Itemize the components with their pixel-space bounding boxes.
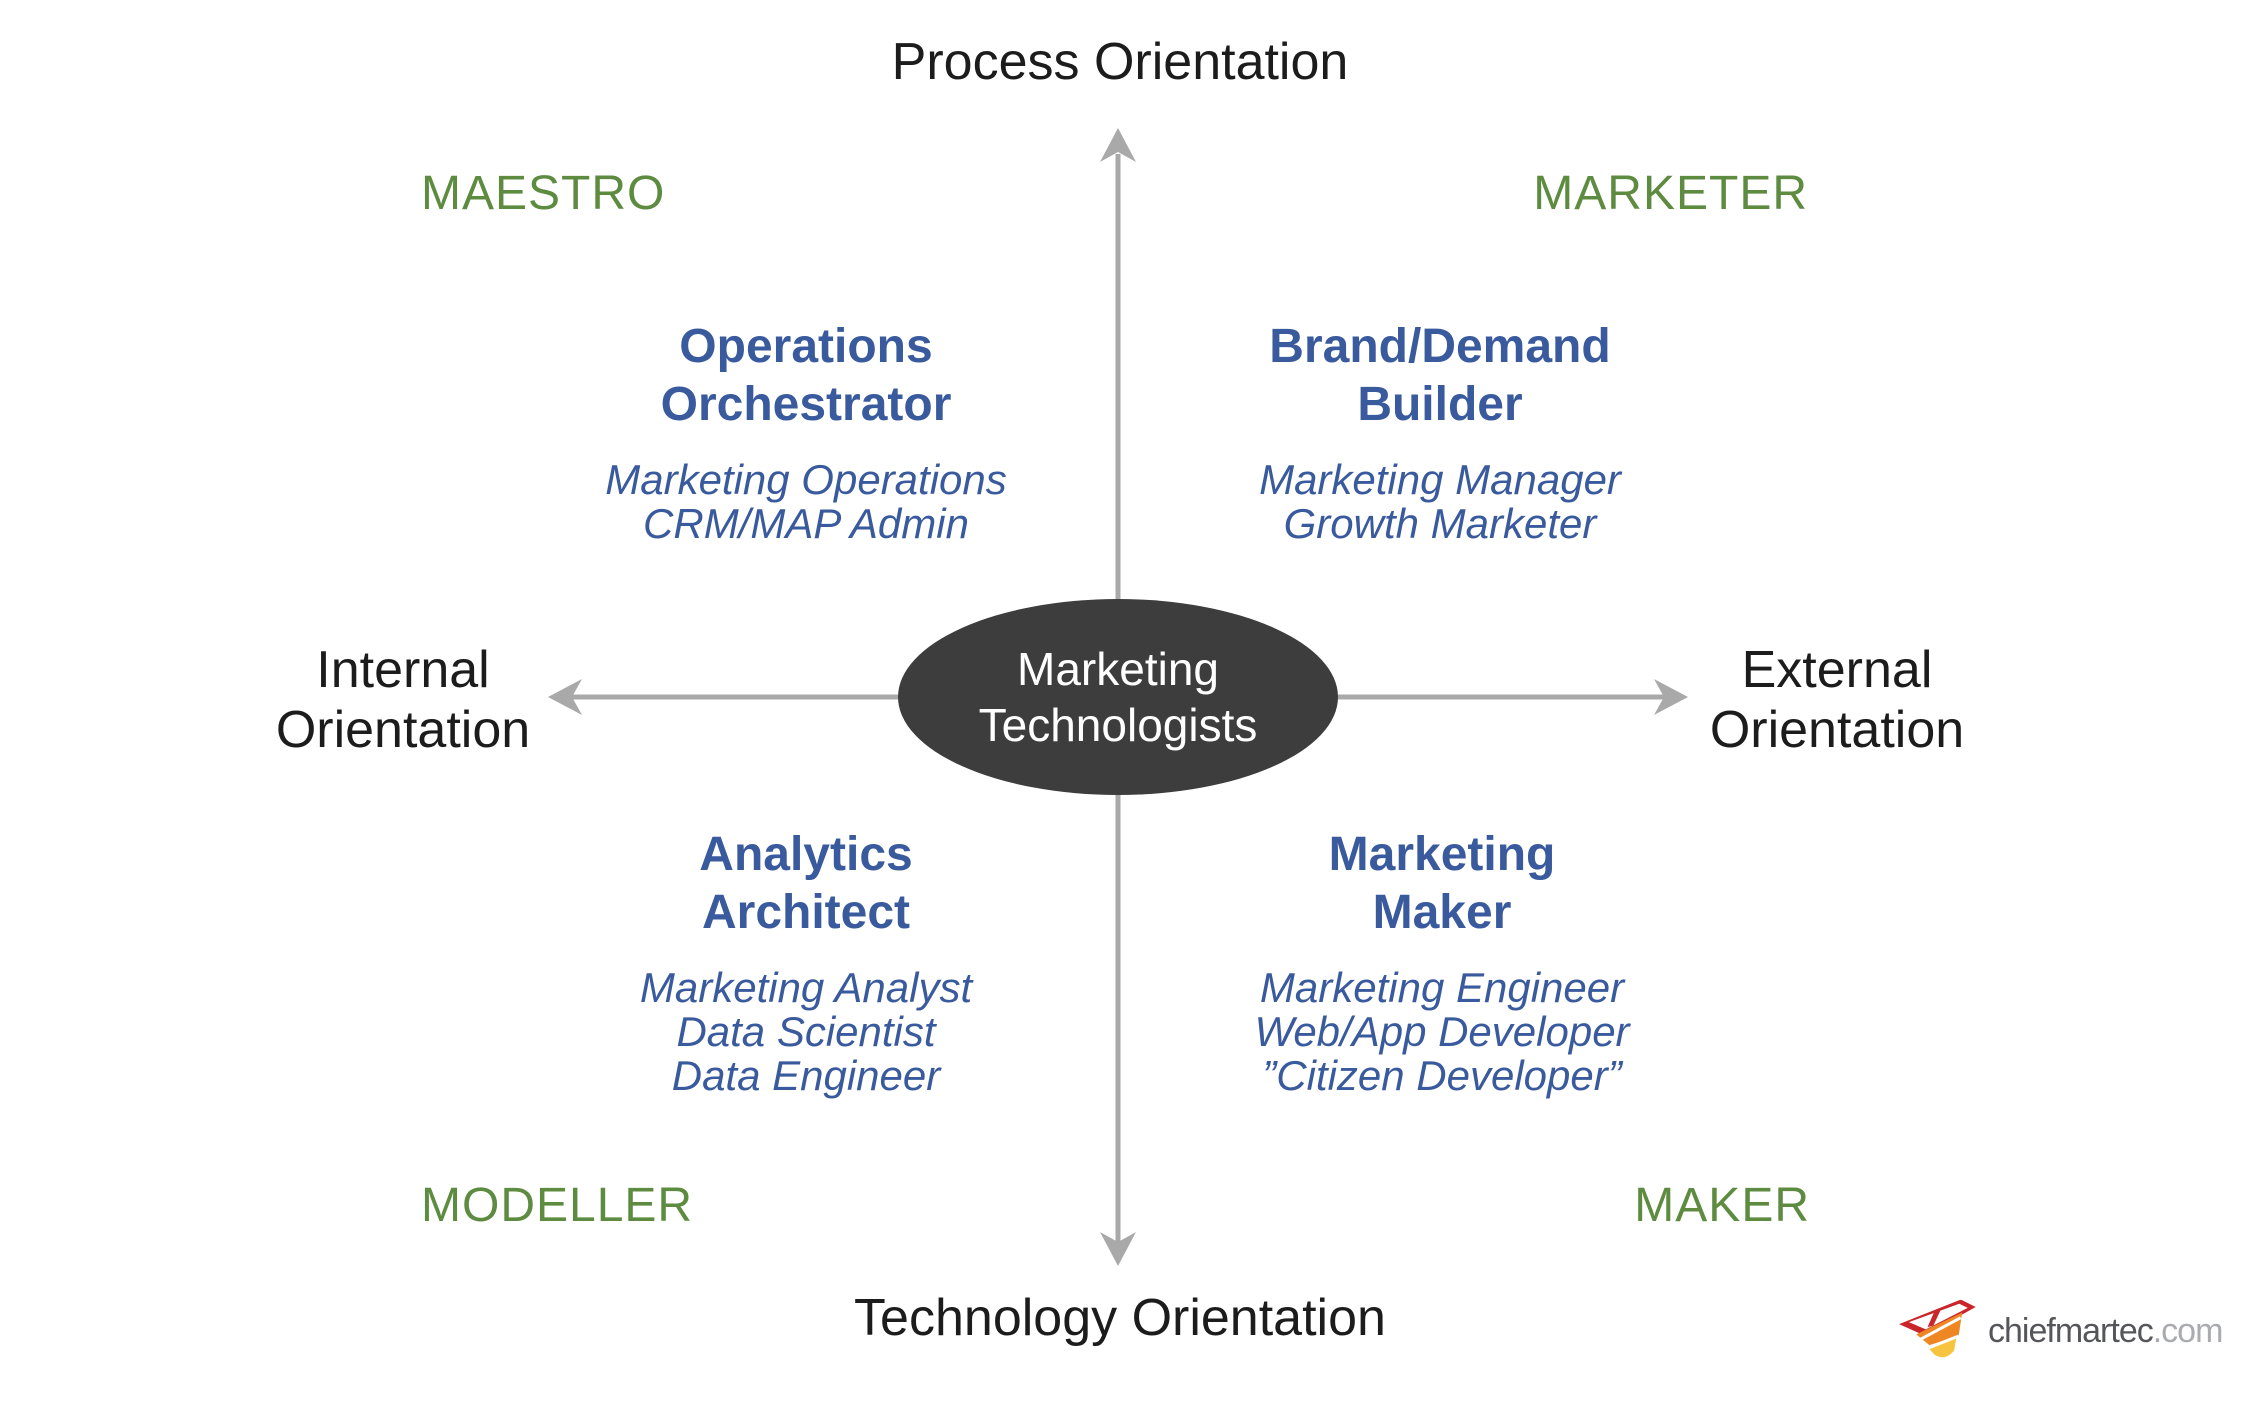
axis-label-line: Orientation bbox=[1709, 701, 1965, 759]
quadrant-roles: Marketing Operations CRM/MAP Admin bbox=[546, 458, 1066, 546]
role-item: Web/App Developer bbox=[1254, 1008, 1630, 1055]
quadrant-title-line: Marketing bbox=[1328, 828, 1556, 881]
axis-label-technology-orientation: Technology Orientation bbox=[854, 1289, 1386, 1347]
center-ellipse-line: Technologists bbox=[978, 699, 1258, 751]
role-item: Marketing Operations bbox=[605, 456, 1007, 503]
center-ellipse-text: Marketing Technologists bbox=[979, 641, 1258, 753]
chiefmartec-logo: chiefmartec.com bbox=[1898, 1300, 2224, 1362]
quadrant-roles: Marketing Manager Growth Marketer bbox=[1180, 458, 1700, 546]
center-ellipse: Marketing Technologists bbox=[898, 599, 1338, 795]
quadrant-title-line: Maker bbox=[1372, 886, 1512, 939]
role-item: Marketing Manager bbox=[1259, 456, 1621, 503]
quadrant-title: Operations Orchestrator bbox=[546, 318, 1066, 434]
quadrant-bottom-left: Analytics Architect Marketing Analyst Da… bbox=[546, 826, 1066, 1098]
quadrant-title: Marketing Maker bbox=[1182, 826, 1702, 942]
arrowhead-down-icon bbox=[1100, 1232, 1136, 1266]
role-item: Growth Marketer bbox=[1283, 500, 1597, 547]
quadrant-roles: Marketing Analyst Data Scientist Data En… bbox=[546, 966, 1066, 1098]
quadrant-title-line: Orchestrator bbox=[660, 378, 952, 431]
axis-label-external-orientation: External Orientation bbox=[1710, 640, 1964, 760]
quadrant-title-line: Architect bbox=[701, 886, 911, 939]
quadrant-top-right: Brand/Demand Builder Marketing Manager G… bbox=[1180, 318, 1700, 546]
axis-label-internal-orientation: Internal Orientation bbox=[276, 640, 530, 760]
quadrant-title-line: Analytics bbox=[699, 828, 913, 881]
logo-brand-text: chiefmartec bbox=[1988, 1311, 2154, 1350]
role-item: Data Scientist bbox=[676, 1008, 936, 1055]
archetype-label-maestro: MAESTRO bbox=[421, 167, 666, 220]
quadrant-top-left: Operations Orchestrator Marketing Operat… bbox=[546, 318, 1066, 546]
role-item: ”Citizen Developer” bbox=[1262, 1052, 1622, 1099]
funnel-icon bbox=[1899, 1300, 1976, 1358]
logo-wordmark: chiefmartec.com bbox=[1988, 1311, 2224, 1351]
quadrant-bottom-right: Marketing Maker Marketing Engineer Web/A… bbox=[1182, 826, 1702, 1098]
axis-label-line: External bbox=[1741, 641, 1933, 699]
quadrant-title: Brand/Demand Builder bbox=[1180, 318, 1700, 434]
role-item: Marketing Analyst bbox=[639, 964, 973, 1011]
arrowhead-left-icon bbox=[548, 679, 582, 715]
quadrant-roles: Marketing Engineer Web/App Developer ”Ci… bbox=[1182, 966, 1702, 1098]
quadrant-title-line: Operations bbox=[679, 320, 933, 373]
quadrant-title-line: Brand/Demand bbox=[1269, 320, 1611, 373]
axis-label-line: Internal bbox=[316, 641, 490, 699]
quadrant-title-line: Builder bbox=[1357, 378, 1523, 431]
role-item: Data Engineer bbox=[671, 1052, 941, 1099]
arrowhead-up-icon bbox=[1100, 128, 1136, 162]
arrowhead-right-icon bbox=[1654, 679, 1688, 715]
logo-suffix-text: .com bbox=[2152, 1311, 2224, 1350]
archetype-label-modeller: MODELLER bbox=[421, 1179, 694, 1232]
axis-label-line: Orientation bbox=[275, 701, 531, 759]
center-ellipse-line: Marketing bbox=[1017, 643, 1219, 695]
axis-label-process-orientation: Process Orientation bbox=[891, 33, 1349, 91]
archetype-label-marketer: MARKETER bbox=[1533, 167, 1808, 220]
quadrant-title: Analytics Architect bbox=[546, 826, 1066, 942]
archetype-label-maker: MAKER bbox=[1634, 1179, 1810, 1232]
role-item: Marketing Engineer bbox=[1259, 964, 1625, 1011]
role-item: CRM/MAP Admin bbox=[643, 500, 969, 547]
